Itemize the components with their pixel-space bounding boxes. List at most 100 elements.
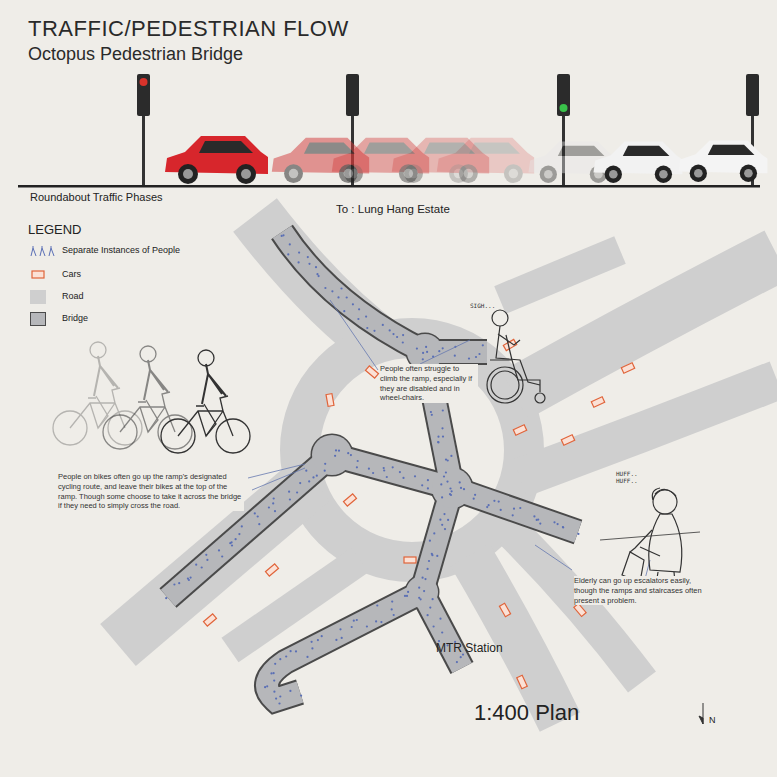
person-dot (427, 614, 429, 616)
person-dot (423, 590, 425, 592)
destination-label: To : Lung Hang Estate (336, 203, 450, 217)
person-dot (273, 672, 275, 674)
person-dot (539, 523, 541, 525)
person-dot (296, 491, 298, 493)
person-dot (268, 506, 270, 508)
person-dot (229, 542, 231, 544)
bridge (168, 232, 578, 700)
person-dot (352, 303, 354, 305)
person-dot (442, 409, 444, 411)
person-dot (372, 472, 374, 474)
wheelchair-sketch (487, 310, 545, 403)
person-dot (238, 533, 240, 535)
person-dot (443, 513, 445, 515)
person-dot (188, 579, 190, 581)
legend-swatch (30, 312, 46, 326)
person-dot (338, 450, 340, 452)
person-dot (422, 352, 424, 354)
person-dot (436, 555, 438, 557)
person-dot (321, 635, 323, 637)
person-dot (298, 252, 300, 254)
legend-heading: LEGEND (28, 222, 81, 238)
person-dot (437, 441, 439, 443)
person-dot (358, 308, 360, 310)
person-dot (447, 519, 449, 521)
person-dot (337, 296, 339, 298)
person-dot (299, 482, 301, 484)
person-dot (386, 476, 388, 478)
person-dot (454, 355, 456, 357)
person-dot (324, 287, 326, 289)
person-dot (285, 655, 287, 657)
person-dot (339, 628, 341, 630)
person-dot (343, 310, 345, 312)
person-dot (486, 506, 488, 508)
person-dot (460, 656, 462, 658)
person-dot (456, 661, 458, 663)
person-dot (431, 553, 433, 555)
person-dot (473, 498, 475, 500)
person-dot (450, 494, 452, 496)
legend-text: Cars (62, 269, 81, 280)
sketch-text: SIGH... (470, 302, 495, 309)
people-dots (165, 234, 579, 704)
person-dot (287, 253, 289, 255)
person-dot (382, 324, 384, 326)
person-dot (439, 519, 441, 521)
note: People often struggle to climb the ramp,… (380, 364, 478, 403)
person-dot (418, 587, 420, 589)
person-dot (445, 471, 447, 473)
strip-caption: Roundabout Traffic Phases (30, 191, 163, 204)
person-dot (475, 356, 477, 358)
person-dot (427, 487, 429, 489)
north-arrow (699, 703, 703, 724)
person-dot (288, 491, 290, 493)
person-dot (274, 510, 276, 512)
legend-sample (28, 244, 58, 258)
person-dot (346, 296, 348, 298)
person-dot (266, 685, 268, 687)
person-dot (389, 329, 391, 331)
person-dot (308, 263, 310, 265)
person-dot (482, 344, 484, 346)
person-dot (270, 672, 272, 674)
person-dot (357, 460, 359, 462)
person-dot (273, 497, 275, 499)
legend-swatch (30, 290, 46, 304)
person-dot (433, 625, 435, 627)
person-dot (206, 559, 208, 561)
sketch-text: HUFF.. HUFF.. (616, 470, 648, 484)
person-dot (190, 577, 192, 579)
person-dot (279, 695, 281, 697)
person-dot (273, 691, 275, 693)
leader-line (248, 300, 650, 598)
place-label: MTR Station (436, 641, 503, 655)
person-dot (279, 658, 281, 660)
person-dot (441, 496, 443, 498)
person-dot (441, 631, 443, 633)
person-dot (553, 521, 555, 523)
person-dot (335, 639, 337, 641)
person-dot (307, 256, 309, 258)
person-dot (331, 290, 333, 292)
person-dot (318, 275, 320, 277)
person-dot (165, 597, 167, 599)
bridge-outline (168, 232, 578, 700)
person-dot (447, 459, 449, 461)
person-dot (273, 680, 275, 682)
person-dot (577, 533, 579, 535)
person-dot (443, 475, 445, 477)
person-dot (414, 475, 416, 477)
person-dot (498, 501, 500, 503)
person-dot (420, 598, 422, 600)
person-dot (315, 266, 317, 268)
person-dot (231, 544, 233, 546)
person-dot (449, 487, 451, 489)
person-dot (366, 625, 368, 627)
person-dot (205, 554, 207, 556)
person-dot (391, 608, 393, 610)
person-dot (221, 555, 223, 557)
person-dot (274, 663, 276, 665)
person-dot (442, 436, 444, 438)
person-dot (439, 618, 441, 620)
